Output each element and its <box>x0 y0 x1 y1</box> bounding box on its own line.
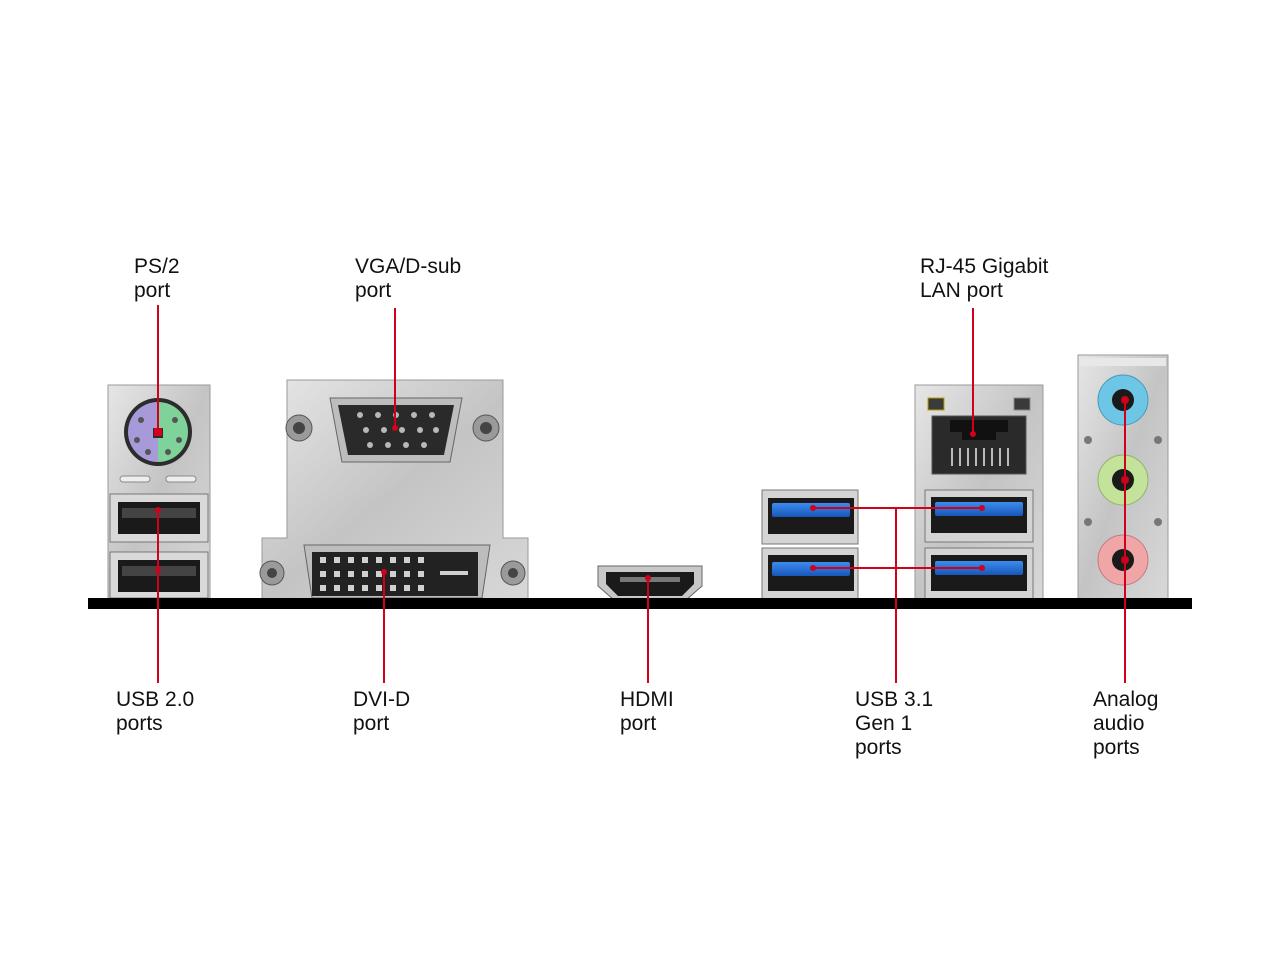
label-usb31-line3: ports <box>855 736 902 759</box>
label-audio-line1: Analog <box>1093 688 1159 711</box>
usb3-a-icon <box>924 489 1034 543</box>
label-dvi-line1: DVI-D <box>353 688 411 711</box>
vga-dvi-bracket <box>259 379 529 601</box>
label-dvi-line2: port <box>353 712 390 735</box>
label-audio-line3: ports <box>1093 736 1140 759</box>
label-hdmi-line2: port <box>620 712 657 735</box>
label-ps2: PS/2 port <box>134 255 180 303</box>
baseline-bar <box>88 598 1192 609</box>
label-vga-line2: port <box>355 279 392 302</box>
label-usb31-line2: Gen 1 <box>855 712 913 735</box>
label-usb31: USB 3.1 Gen 1 ports <box>855 688 933 760</box>
label-usb31-line1: USB 3.1 <box>855 688 934 711</box>
vga-connector-icon <box>285 397 500 463</box>
usb3-a-icon <box>761 489 859 545</box>
label-rj45-line1: RJ-45 Gigabit <box>920 255 1049 278</box>
callout-dots <box>154 396 1129 581</box>
label-rj45: RJ-45 Gigabit LAN port <box>920 255 1048 303</box>
usb3-a-icon <box>924 547 1034 601</box>
label-dvi: DVI-D port <box>353 688 410 736</box>
label-audio: Analog audio ports <box>1093 688 1158 760</box>
usb3-left-stack <box>761 489 859 601</box>
label-vga-line1: VGA/D-sub <box>355 255 462 278</box>
label-hdmi-line1: HDMI <box>620 688 674 711</box>
label-usb2-line2: ports <box>116 712 163 735</box>
usb3-a-icon <box>761 547 859 601</box>
label-ps2-line2: port <box>134 279 171 302</box>
label-usb2: USB 2.0 ports <box>116 688 194 736</box>
label-usb2-line1: USB 2.0 <box>116 688 195 711</box>
label-ps2-line1: PS/2 <box>134 255 180 278</box>
ethernet-jack-icon <box>927 397 1031 475</box>
callout-lines <box>157 305 1126 683</box>
dvi-connector-icon <box>259 544 526 599</box>
label-hdmi: HDMI port <box>620 688 674 736</box>
hdmi-connector-icon <box>597 565 703 601</box>
label-audio-line2: audio <box>1093 712 1145 735</box>
label-vga: VGA/D-sub port <box>355 255 461 303</box>
label-rj45-line2: LAN port <box>920 279 1003 302</box>
